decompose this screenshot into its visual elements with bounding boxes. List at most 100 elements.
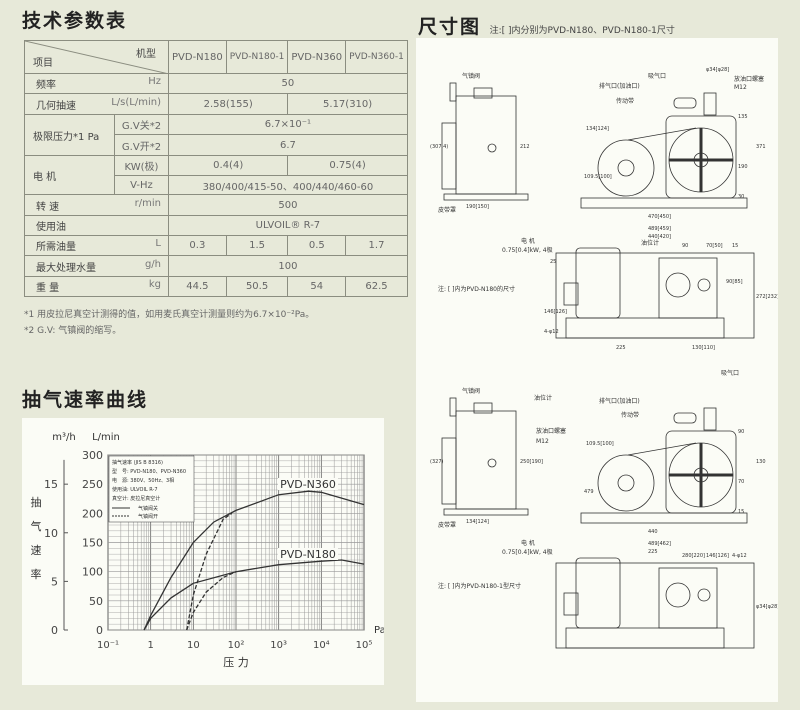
cell: 100	[168, 255, 408, 277]
dimension-value: (307.4)	[430, 144, 448, 150]
dimension-value: 212	[520, 144, 530, 150]
drive-belt	[627, 442, 697, 456]
label-bg	[278, 478, 338, 490]
y-axis-label-char: 速	[31, 544, 42, 557]
gas-ballast-valve-shape	[449, 82, 457, 102]
cell: 6.7	[168, 134, 408, 156]
legend-line: 使用油: ULVOIL R-7	[112, 486, 158, 493]
row-unit: L	[155, 238, 161, 249]
dimension-value: 489[459]	[648, 226, 671, 232]
dimension-value: 4-φ12	[732, 553, 747, 559]
dimension-value: 440	[648, 529, 658, 535]
drive-belt	[627, 127, 697, 141]
dimension-value: 440[420]	[648, 234, 671, 240]
intake-circle	[665, 272, 691, 298]
legend-line: 抽气速率 (JIS B 8316)	[112, 459, 163, 466]
row-unit: r/min	[134, 197, 161, 209]
exhaust-port-shape	[673, 412, 697, 424]
x-tick-label: 10²	[228, 640, 245, 651]
dimension-value: 70	[738, 479, 744, 485]
pump-plan	[658, 257, 718, 319]
label-belt-cover: 皮带罩	[438, 206, 456, 214]
motor-body	[597, 139, 655, 197]
row-label: 电 机	[24, 155, 115, 195]
y-axis-label-char: 抽	[31, 495, 42, 509]
item-header: 项目	[33, 58, 53, 69]
drawing-note: 注: [ ]内为PVD-N180-1型尺寸	[438, 582, 521, 590]
dimension-value: 90	[682, 243, 688, 249]
label-drain: 放油口螺塞	[536, 427, 566, 435]
chart-legend: 抽气速率 (JIS B 8316)型 号: PVD-N180、PVD-N360电…	[108, 455, 195, 523]
cell: 2.58(155)	[167, 93, 289, 115]
dimension-value: 225	[648, 549, 658, 555]
label-intake: 吸气口	[721, 369, 739, 377]
cell: 62.5	[345, 276, 408, 297]
dimension-value: 130	[756, 459, 766, 465]
x-tick-label: 10³	[270, 640, 287, 651]
cell: 0.4(4)	[167, 155, 289, 176]
cell: 0.75(4)	[287, 155, 408, 176]
cell: ULVOIL® R-7	[168, 215, 408, 236]
dimension-value: 130[110]	[692, 345, 715, 351]
x-tick-label: 10⁻¹	[97, 640, 119, 651]
sub-label: V-Hz	[114, 175, 169, 195]
dims-note: 注:[ ]内分别为PVD-N180、PVD-N180-1尺寸	[489, 26, 675, 36]
row-label: 极限压力*1	[33, 131, 85, 143]
series-line-pvd-n180-g-v-open	[186, 571, 237, 631]
x-tick-label: 1	[147, 640, 153, 651]
dimension-value: 109.5[100]	[586, 441, 614, 447]
dimension-value: 470[450]	[648, 214, 671, 220]
sub-label: G.V关*2	[114, 114, 169, 135]
dimension-value: 225	[616, 345, 626, 351]
dimension-value: 4-φ12	[544, 329, 559, 335]
dimension-value: 90	[738, 429, 744, 435]
y-tick-label: 300	[82, 449, 103, 462]
base-plate-front	[580, 197, 748, 209]
base-plate-plan	[565, 627, 725, 649]
dimension-value: φ34[φ28]	[706, 67, 729, 73]
dimension-value: 280[220]	[682, 553, 705, 559]
y-tick-label: 250	[82, 478, 103, 491]
label-exhaust: 排气口(加油口)	[599, 397, 640, 405]
label-oil-gauge: 油位计	[534, 394, 552, 402]
sight-glass	[487, 143, 497, 153]
exhaust-cap-shape	[473, 402, 493, 414]
label-m12: M12	[734, 84, 747, 91]
dimension-value: 371	[756, 144, 766, 150]
cell: 0.5	[287, 235, 347, 256]
cell: 500	[168, 194, 408, 216]
x-axis-label: 压 力	[223, 656, 249, 669]
y-tick-label: 200	[82, 507, 103, 520]
row-label: 转 速	[36, 201, 60, 213]
intake-circle	[665, 582, 691, 608]
drawing-note: 注: [ ]内为PVD-N180的尺寸	[438, 285, 515, 293]
row-unit: L/s(L/min)	[111, 96, 161, 108]
dimension-value: 90[85]	[726, 279, 743, 285]
dimension-value: 15	[732, 243, 738, 249]
dimension-value: 489[462]	[648, 541, 671, 547]
belt-cover-shape	[441, 122, 457, 190]
model-col: PVD-N360-1	[345, 40, 408, 74]
y2-tick-label: 15	[44, 478, 58, 491]
series-line-pvd-n360	[143, 490, 365, 631]
curve-title: 抽气速率曲线	[22, 389, 149, 411]
exhaust-circle	[697, 278, 711, 292]
dimension-value: 30	[738, 194, 744, 200]
belt-cover-shape	[441, 437, 457, 505]
label-bg	[278, 548, 338, 560]
cell: 54	[287, 276, 347, 297]
model-col: PVD-N180-1	[225, 40, 289, 74]
label-belt-cover: 皮带罩	[438, 521, 456, 529]
dimension-value: 15	[738, 509, 744, 515]
label-belt: 传动带	[621, 411, 639, 419]
label-gas-ballast: 气镇阀	[462, 72, 480, 80]
sub-label: KW(极)	[114, 155, 169, 176]
label-motor: 电 机	[521, 237, 535, 245]
label-motor: 电 机	[521, 539, 535, 547]
dimension-value: 146[126]	[706, 553, 729, 559]
row-unit: Pa	[87, 131, 100, 143]
dimension-value: 250[190]	[520, 459, 543, 465]
y2-tick-label: 5	[51, 575, 58, 588]
